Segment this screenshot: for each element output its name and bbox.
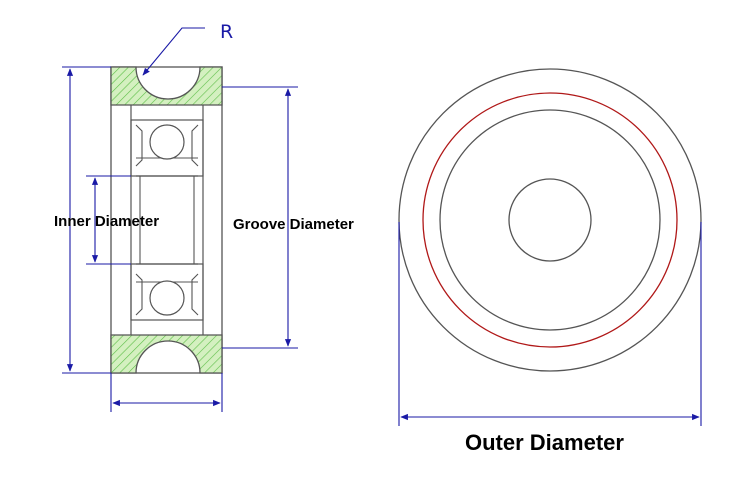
- outer-circle: [398, 68, 702, 372]
- radius-label: R: [220, 21, 233, 43]
- bearing-top-seal-right: [191, 124, 199, 167]
- bearing-bottom-seal-right: [191, 273, 199, 316]
- dimension-lines-front: [398, 222, 702, 426]
- groove-circle: [422, 92, 678, 348]
- pulley-body-outline: [110, 66, 223, 374]
- bearing-bottom-seal-left: [135, 273, 143, 316]
- dimension-lines-side: [62, 27, 298, 412]
- outer-diameter-label: Outer Diameter: [465, 430, 624, 455]
- bottom-rim-section: [110, 334, 223, 374]
- groove-diameter-label: Groove Diameter: [233, 216, 354, 233]
- bearing-ball-bottom: [149, 280, 185, 316]
- inner-diameter-label: Inner Diameter: [54, 213, 159, 230]
- bore-circle: [508, 178, 592, 262]
- radius-leader: [142, 27, 205, 76]
- top-rim-section: [110, 66, 223, 106]
- side-section-view: [110, 66, 223, 374]
- bearing-ball-top: [149, 124, 185, 160]
- front-view: [398, 68, 702, 372]
- flange-inner-circle: [439, 109, 661, 331]
- bearing-top-seal-left: [135, 124, 143, 167]
